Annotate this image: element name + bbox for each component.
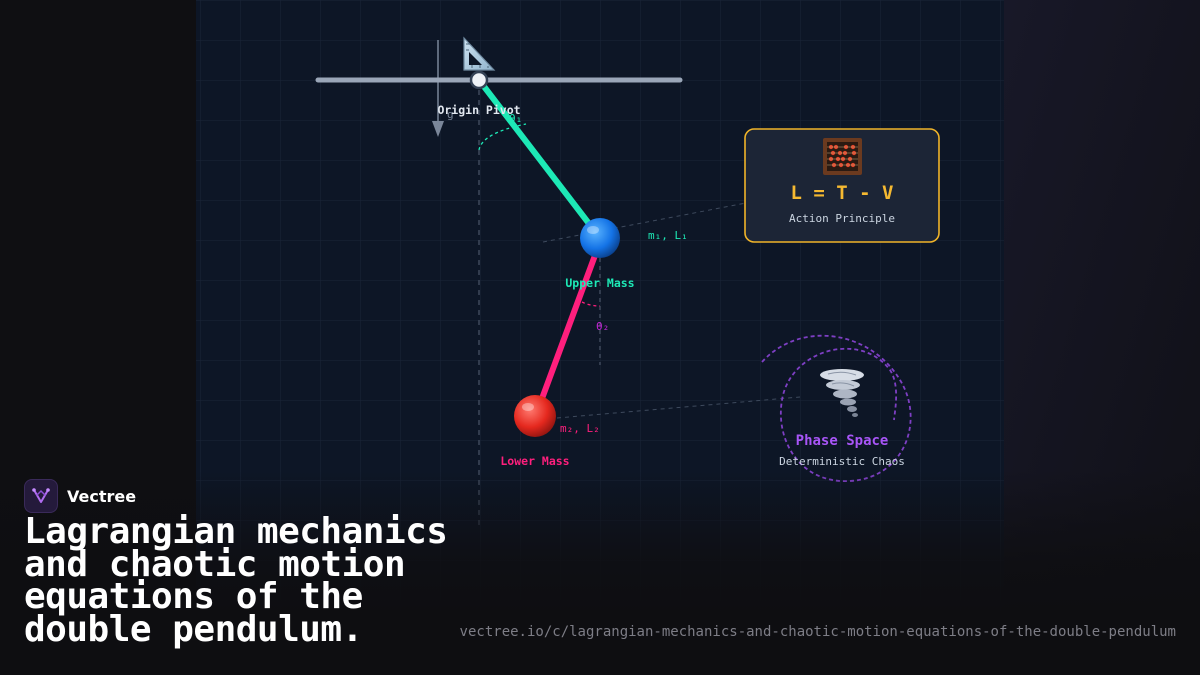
theta1-arc [478, 123, 527, 151]
upper-mass-bob [580, 218, 620, 258]
lower-mass-params: m₂, L₂ [560, 422, 600, 435]
triangular-ruler-icon [463, 36, 496, 71]
lower-leader-line [556, 396, 801, 419]
tornado-icon [820, 369, 864, 417]
upper-leader-line [542, 202, 747, 243]
page-url[interactable]: vectree.io/c/lagrangian-mechanics-and-ch… [459, 624, 1176, 640]
page-title: Lagrangian mechanics and chaotic motion … [24, 511, 448, 650]
theta2-label: θ₂ [596, 320, 609, 333]
brand-name: Vectree [67, 486, 137, 506]
pivot-label: Origin Pivot [437, 103, 520, 117]
gravity-arrowhead [432, 121, 444, 137]
brand[interactable]: Vectree [24, 479, 136, 513]
upper-mass-params: m₁, L₁ [648, 229, 688, 242]
theta2-arc [581, 301, 601, 307]
lagrangian-equation: L = T - V [791, 182, 894, 204]
lower-rod [534, 247, 600, 415]
abacus-icon [823, 138, 862, 175]
lagrangian-caption: Action Principle [789, 212, 895, 225]
origin-pivot [469, 70, 489, 90]
upper-mass-label: Upper Mass [565, 276, 634, 290]
lower-mass-bob [514, 395, 556, 437]
phase-space-caption: Deterministic Chaos [779, 455, 905, 468]
gravity-label: g [447, 108, 454, 121]
lower-mass-label: Lower Mass [500, 454, 569, 468]
upper-rod [476, 77, 603, 241]
lagrangian-card: L = T - V Action Principle [744, 128, 940, 243]
vectree-logo-icon [24, 479, 58, 513]
phase-space-title: Phase Space [796, 433, 889, 449]
